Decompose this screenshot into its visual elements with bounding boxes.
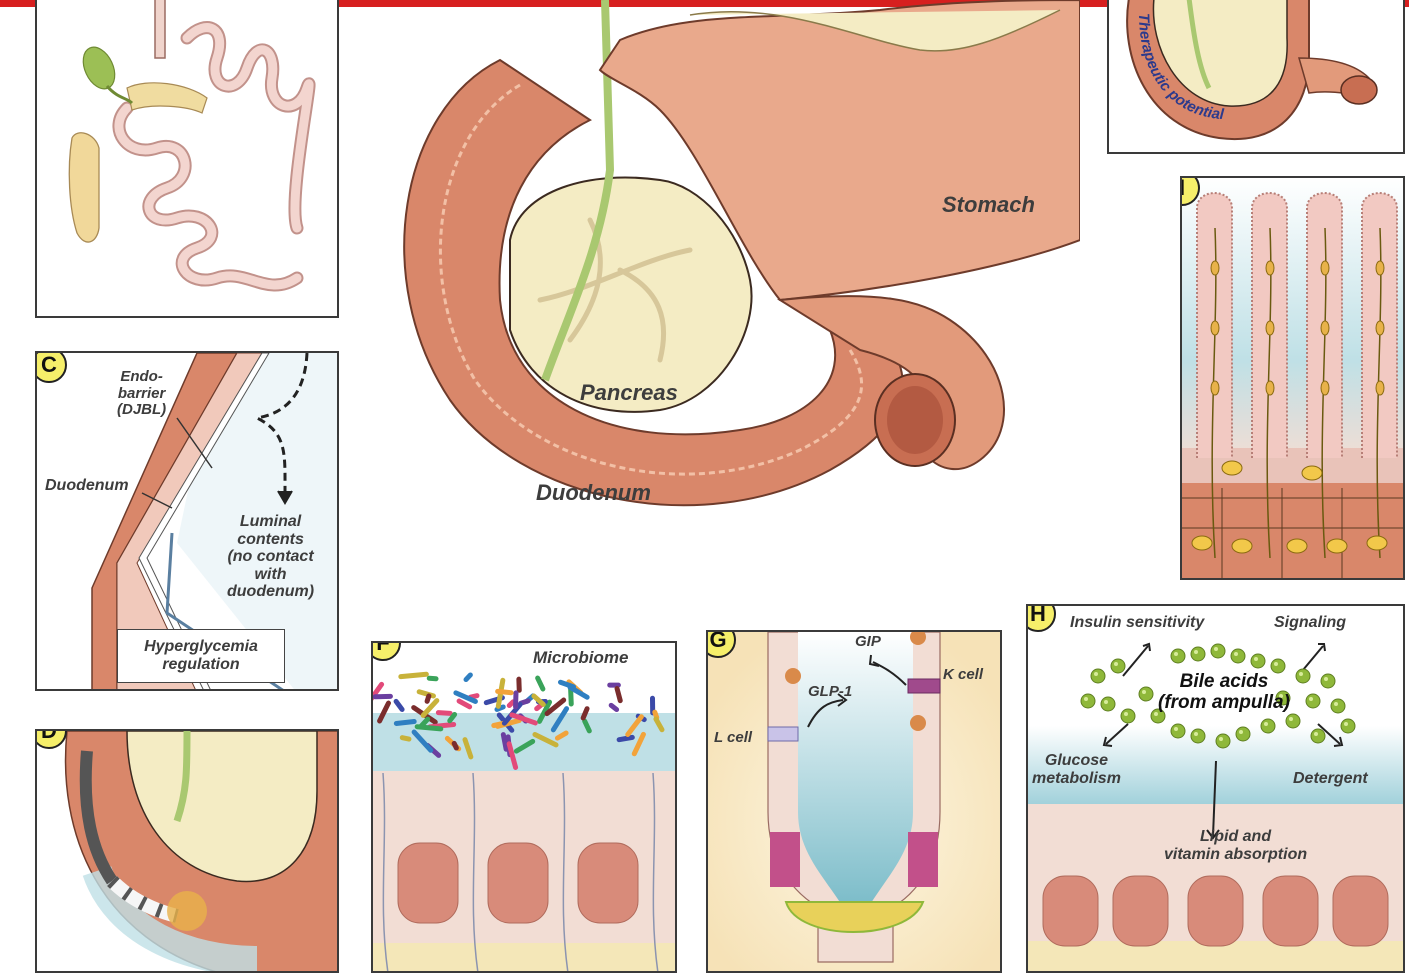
- signaling-label: Signaling: [1274, 614, 1346, 632]
- glp1-label: GLP-1: [808, 684, 852, 701]
- panel-f-microbiome: F Microbiome: [371, 641, 677, 973]
- stomach-duodenum-illustration: [360, 0, 1080, 560]
- stomach-label: Stomach: [942, 193, 1035, 217]
- panel-i-villi: I: [1180, 176, 1405, 580]
- endobarrier-label: Endo- barrier (DJBL): [117, 369, 166, 419]
- luminal-contents-label: Luminal contents (no contact with duoden…: [227, 513, 314, 601]
- panel-g-crypt: G GIP K cell GLP-1 L cell: [706, 630, 1002, 973]
- gip-label: GIP: [855, 634, 881, 651]
- k-cell-label: K cell: [943, 667, 983, 684]
- microbiome-illustration: [373, 643, 677, 973]
- panel-h-bile-acids: H Insulin sensitivity Signaling Bile aci…: [1026, 604, 1405, 973]
- villi-illustration: [1182, 178, 1405, 580]
- central-anatomy: Stomach Pancreas Duodenum: [360, 0, 1080, 560]
- hyperglycemia-regulation-box: Hyperglycemia regulation: [117, 629, 285, 683]
- l-cell-label: L cell: [714, 730, 752, 747]
- lipid-absorption-label: Lipid and vitamin absorption: [1164, 828, 1307, 863]
- microbiome-label: Microbiome: [533, 649, 628, 668]
- hyperglycemia-regulation-label: Hyperglycemia regulation: [144, 638, 258, 673]
- therapeutic-illustration: Therapeutic potential: [1109, 0, 1405, 154]
- bile-acids-illustration: [1028, 606, 1405, 973]
- panel-a-intestine: [35, 0, 339, 318]
- panel-d-endoscope: D: [35, 729, 339, 973]
- endoscope-illustration: [37, 731, 339, 973]
- duodenum-label-c: Duodenum: [45, 477, 129, 495]
- detergent-label: Detergent: [1293, 770, 1368, 788]
- glucose-metabolism-label: Glucose metabolism: [1032, 752, 1121, 787]
- intestine-illustration: [37, 0, 339, 318]
- panel-c-endobarrier: C Endo- barrier (DJBL) Duodenum Luminal …: [35, 351, 339, 691]
- insulin-sensitivity-label: Insulin sensitivity: [1070, 614, 1204, 632]
- duodenum-label: Duodenum: [536, 481, 651, 505]
- bile-acids-label: Bile acids (from ampulla): [1158, 672, 1290, 714]
- pancreas-label: Pancreas: [580, 381, 678, 405]
- panel-b-therapeutic: Therapeutic potential: [1107, 0, 1405, 154]
